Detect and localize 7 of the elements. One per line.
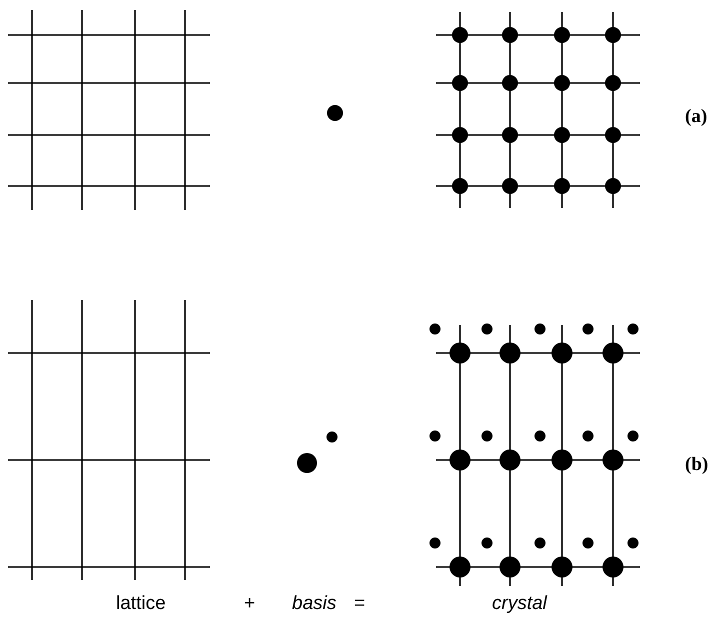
plus-sign: + (244, 594, 256, 613)
panel-label: (a) (685, 107, 708, 126)
caption-label: crystal (492, 594, 547, 613)
panel-label: (b) (685, 455, 708, 474)
equals-sign: = (354, 594, 366, 613)
caption-label: basis (292, 594, 336, 613)
caption-label: lattice (116, 594, 166, 613)
